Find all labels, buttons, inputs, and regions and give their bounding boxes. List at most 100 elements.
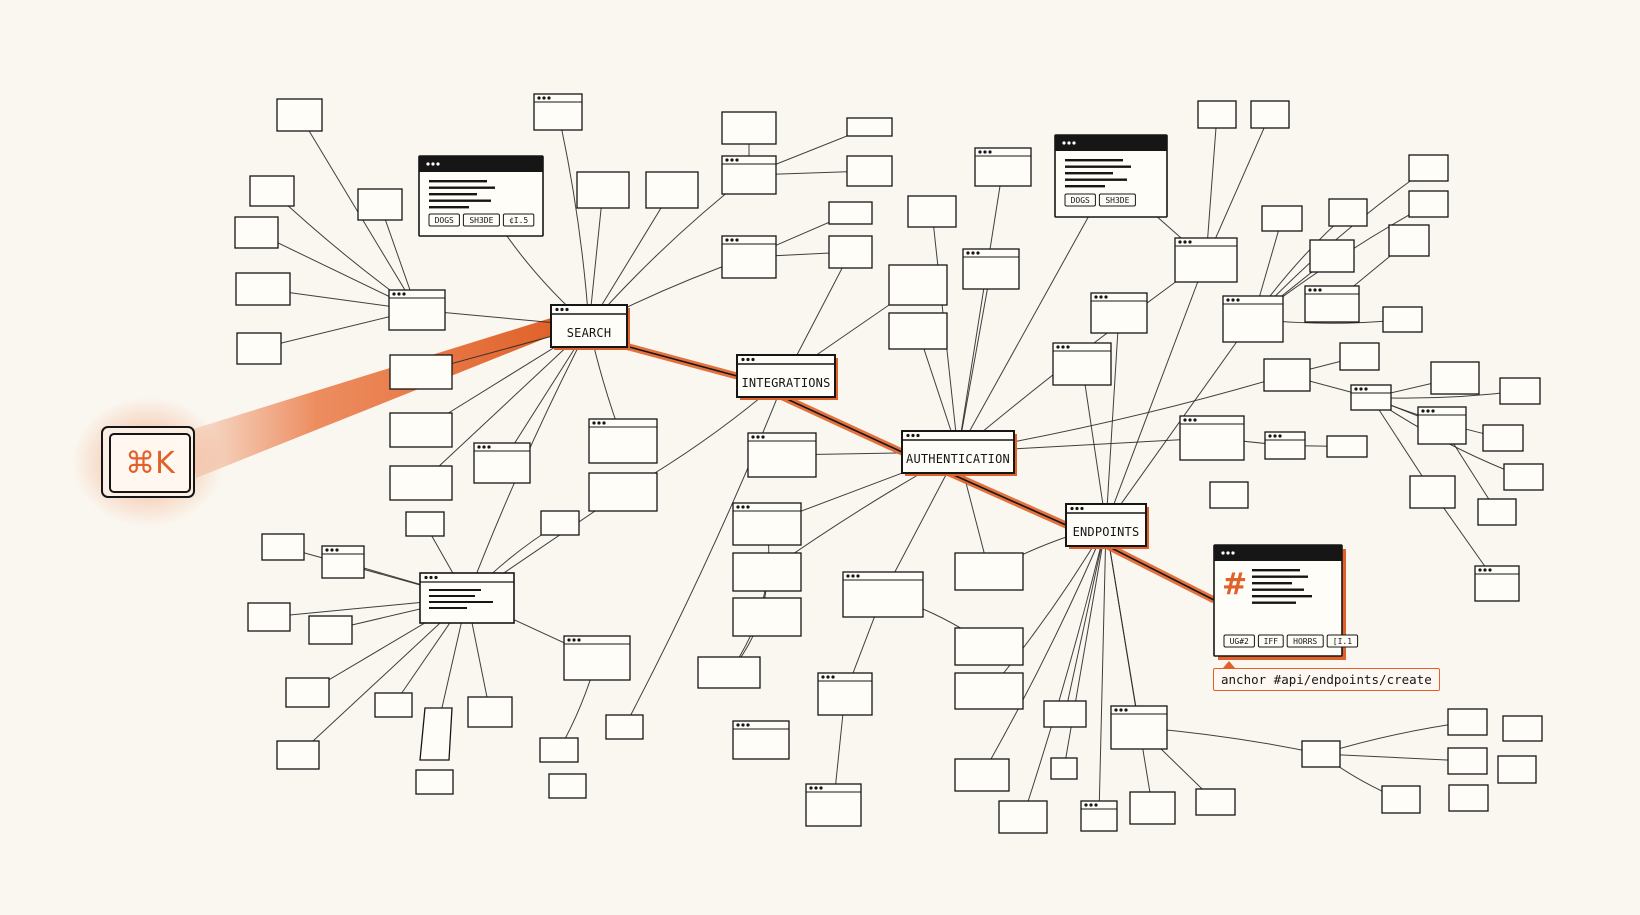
graph-node <box>1388 224 1430 257</box>
graph-node <box>388 289 446 331</box>
node-box <box>1350 384 1392 411</box>
shortcut-key[interactable]: ⌘K <box>71 396 225 528</box>
graph-node <box>732 502 802 546</box>
window-dot <box>735 238 739 242</box>
graph-node <box>285 677 330 708</box>
node-box <box>828 235 873 269</box>
node-box <box>732 720 790 760</box>
window-dot <box>392 292 396 296</box>
node-box <box>1408 154 1449 182</box>
window-dot <box>1104 295 1108 299</box>
shortcut-key-label: ⌘K <box>125 445 175 481</box>
graph-node <box>1052 342 1112 386</box>
node-box <box>901 430 1015 474</box>
graph-node <box>888 312 948 350</box>
node-box <box>1409 475 1456 509</box>
node-box <box>576 171 630 209</box>
node-auth[interactable] <box>901 430 1017 476</box>
anchor-tag[interactable]: anchor #api/endpoints/create <box>1213 668 1440 691</box>
node-box <box>388 289 446 331</box>
node-box <box>1250 100 1290 129</box>
doc-chip: UG#2 <box>1223 634 1255 648</box>
window-dot <box>482 445 486 449</box>
graph-node <box>828 235 873 269</box>
window-dot <box>1084 803 1088 807</box>
node-endp[interactable] <box>1065 503 1149 549</box>
card-text-line <box>1252 595 1312 598</box>
graph-edge <box>1105 312 1120 526</box>
card-text-line <box>429 180 487 183</box>
graph-node <box>1339 342 1380 371</box>
node-box <box>1447 747 1488 775</box>
node-box <box>1263 358 1311 392</box>
graph-node <box>235 272 291 306</box>
doc-chip: SH3DE <box>1098 193 1136 207</box>
node-search[interactable] <box>550 304 630 350</box>
window-dot <box>988 150 992 154</box>
window-dot <box>1075 506 1079 511</box>
window-dot <box>555 307 559 312</box>
window-dot <box>746 723 750 727</box>
graph-node <box>588 472 658 512</box>
window-dot <box>846 574 850 578</box>
graph-node <box>1328 198 1368 227</box>
window-dot <box>542 96 546 100</box>
node-box <box>1448 784 1489 812</box>
window-dot <box>1426 409 1430 413</box>
graph-node <box>308 615 353 645</box>
window-dot <box>1318 288 1322 292</box>
graph-node <box>954 552 1024 591</box>
window-dot <box>1483 568 1487 572</box>
graph-node <box>1080 800 1118 832</box>
graph-node <box>374 692 413 718</box>
window-dot <box>856 574 860 578</box>
graph-node <box>605 714 644 740</box>
hash-icon: # <box>1222 567 1247 602</box>
window-dot <box>756 435 760 439</box>
node-box <box>954 552 1024 591</box>
node-box <box>736 354 836 398</box>
graph-node <box>1382 306 1423 333</box>
window-dot <box>1066 345 1070 349</box>
window-dot <box>1364 387 1368 391</box>
graph-node <box>1222 295 1284 343</box>
window-dot <box>572 638 576 642</box>
window-dot <box>1278 434 1282 438</box>
window-dots-icon <box>424 575 438 580</box>
window-dot <box>1070 506 1074 511</box>
node-box <box>888 264 948 306</box>
graph-node <box>321 545 365 579</box>
node-box <box>1328 198 1368 227</box>
window-dots-icon <box>1178 240 1192 244</box>
card-text-line <box>1252 588 1304 591</box>
search-beam <box>190 318 551 478</box>
node-box <box>1502 715 1543 742</box>
window-dots-icon <box>1421 409 1435 413</box>
window-dot <box>1354 387 1358 391</box>
node-box <box>389 465 453 501</box>
window-dots-icon <box>1183 418 1197 422</box>
graph-node <box>1304 285 1360 323</box>
node-box <box>1499 377 1541 405</box>
window-dot <box>1062 141 1066 145</box>
shortcut-keycap-outer: ⌘K <box>101 426 195 498</box>
graph-node <box>954 672 1024 710</box>
card-text-line <box>429 206 469 209</box>
window-dot <box>1236 298 1240 302</box>
window-dots-icon <box>1070 506 1084 511</box>
node-integ[interactable] <box>736 354 838 400</box>
card-text-line <box>1065 185 1105 188</box>
window-dots-icon <box>567 638 581 642</box>
node-box <box>308 615 353 645</box>
node-box <box>234 216 279 249</box>
doc-chip-label: IFF <box>1264 637 1279 646</box>
graph-edge <box>557 111 590 327</box>
graph-node <box>576 171 630 209</box>
node-box <box>236 332 282 365</box>
window-dots-icon <box>741 357 755 362</box>
doc-chip: SH3DE <box>462 213 500 227</box>
window-dot <box>725 238 729 242</box>
window-dots-icon <box>1226 298 1240 302</box>
graph-node <box>1174 237 1238 283</box>
